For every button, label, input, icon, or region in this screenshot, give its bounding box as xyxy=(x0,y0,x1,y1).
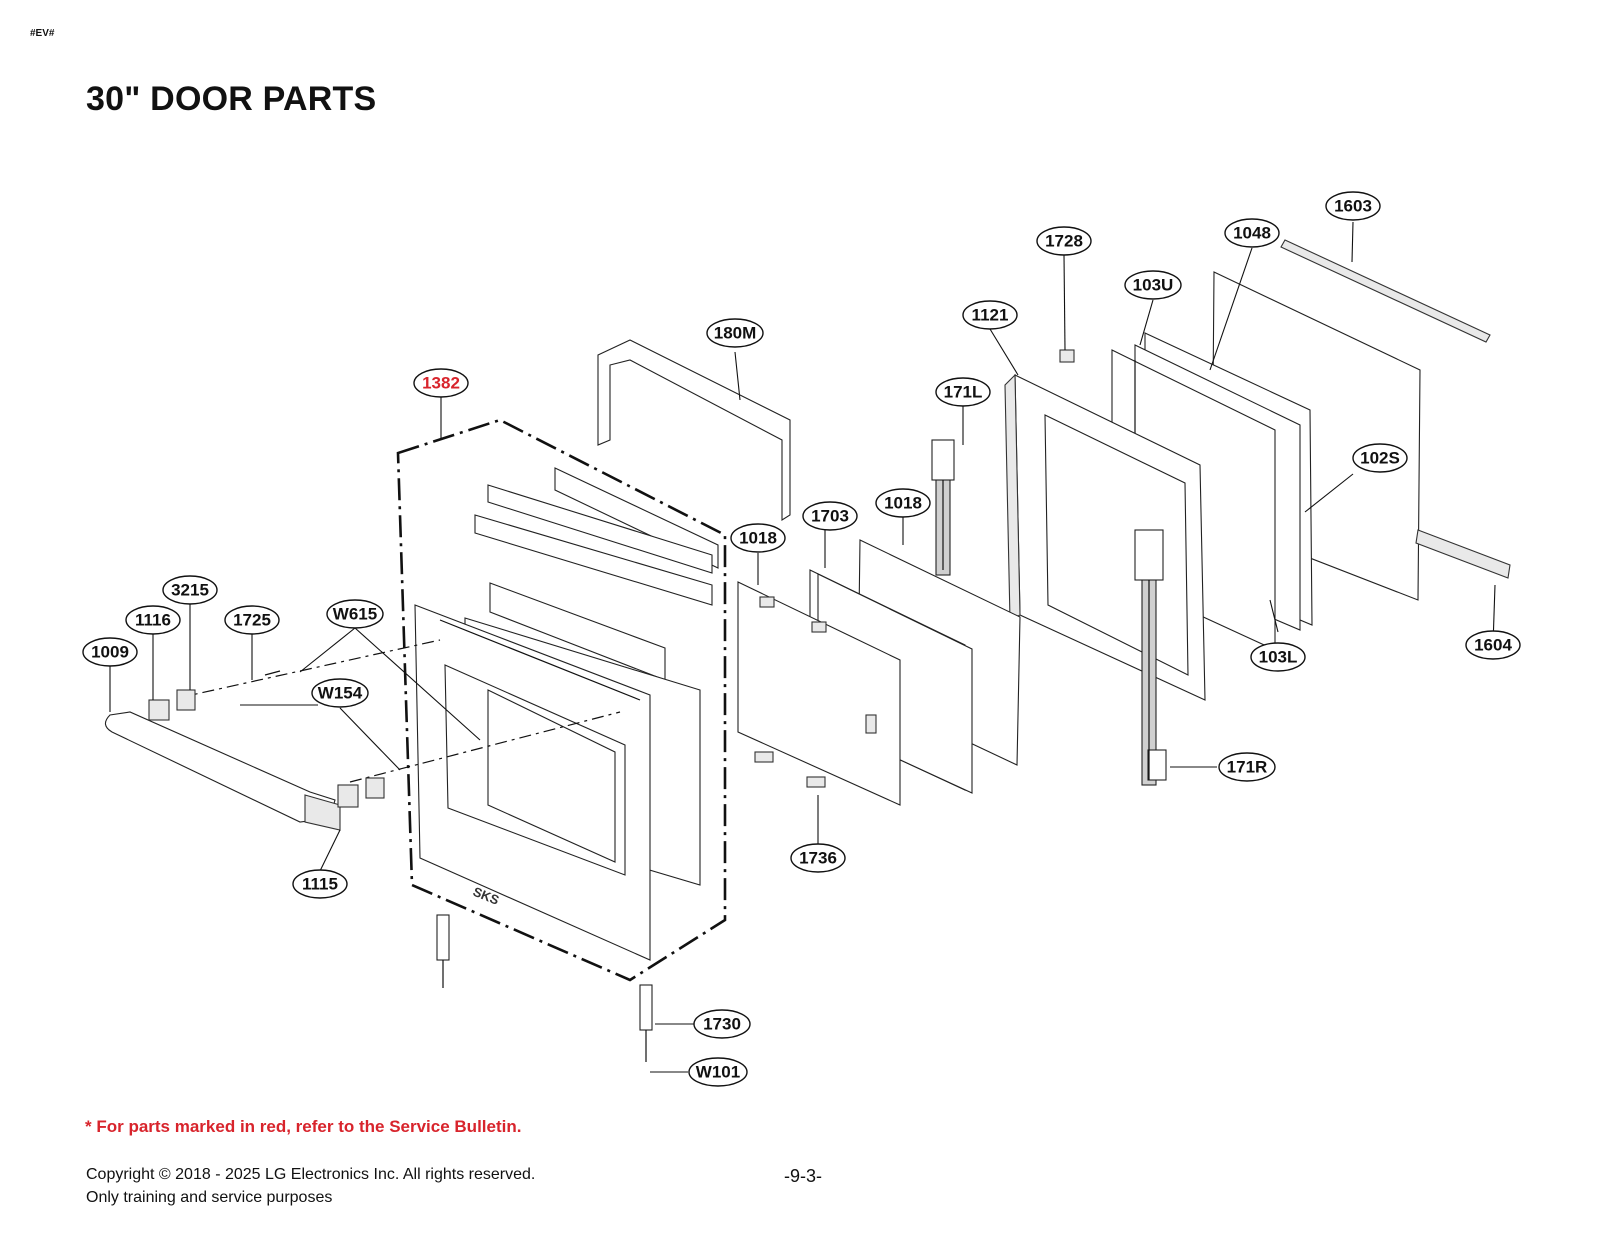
door-strips xyxy=(474,467,719,681)
callout-103L: 103L xyxy=(1250,642,1306,672)
callout-1703: 1703 xyxy=(802,501,858,531)
service-bulletin-note: * For parts marked in red, refer to the … xyxy=(85,1117,522,1136)
callout-1018-back: 1018 xyxy=(875,488,931,518)
callout-1728: 1728 xyxy=(1036,226,1092,256)
callout-label: 1018 xyxy=(739,529,777,548)
callout-label: W101 xyxy=(696,1063,740,1082)
callout-label: 171R xyxy=(1227,758,1268,777)
copyright: Copyright © 2018 - 2025 LG Electronics I… xyxy=(86,1163,535,1209)
callout-label: 1116 xyxy=(135,611,171,630)
handle-1009 xyxy=(104,711,341,831)
callout-label: 1115 xyxy=(302,875,338,894)
hinge-left-171L xyxy=(931,439,955,576)
callout-1018-front: 1018 xyxy=(730,523,786,553)
callout-label: 1736 xyxy=(799,849,837,868)
callout-label: 1725 xyxy=(233,611,271,630)
callout-1730: 1730 xyxy=(693,1009,751,1039)
callout-label: 1382 xyxy=(422,374,460,393)
doc-code: #EV# xyxy=(30,28,55,39)
callout-label: W154 xyxy=(318,684,363,703)
page-number: -9-3- xyxy=(784,1166,823,1186)
callout-label: W615 xyxy=(333,605,377,624)
door-assembly-1382 xyxy=(396,418,727,982)
top-trim-strip xyxy=(1280,239,1491,343)
callout-103U: 103U xyxy=(1124,270,1182,300)
callout-1725: 1725 xyxy=(224,605,280,635)
callout-label: 1603 xyxy=(1334,197,1372,216)
callout-171L: 171L xyxy=(935,377,991,407)
callout-W615: W615 xyxy=(326,599,384,629)
callout-label: 103L xyxy=(1259,648,1298,667)
callout-label: 1604 xyxy=(1474,636,1512,655)
callout-1603: 1603 xyxy=(1325,191,1381,221)
clip-1728 xyxy=(1059,349,1075,363)
callout-label: 102S xyxy=(1360,449,1400,468)
copyright-line-1: Copyright © 2018 - 2025 LG Electronics I… xyxy=(86,1166,536,1183)
hinge-right-171R xyxy=(1134,529,1167,786)
callout-label: 1703 xyxy=(811,507,849,526)
callout-label: 103U xyxy=(1133,276,1174,295)
page-title: 30" DOOR PARTS xyxy=(86,80,377,118)
bracket-180M xyxy=(597,339,791,521)
callout-W154: W154 xyxy=(311,678,369,708)
copyright-line-2: Only training and service purposes xyxy=(86,1189,333,1206)
callout-W101: W101 xyxy=(688,1057,748,1087)
callout-label: 1121 xyxy=(972,306,1009,325)
callout-1009: 1009 xyxy=(82,637,138,667)
callout-1604: 1604 xyxy=(1465,630,1521,660)
callout-180M: 180M xyxy=(706,318,764,348)
callout-1048: 1048 xyxy=(1224,218,1280,248)
callout-label: 1048 xyxy=(1233,224,1271,243)
brackets-1736 xyxy=(754,751,826,788)
callout-label: 1018 xyxy=(884,494,922,513)
callout-label: 1009 xyxy=(91,643,129,662)
callout-label: 1730 xyxy=(703,1015,741,1034)
glass-1018-front xyxy=(737,581,901,806)
callout-label: 3215 xyxy=(171,581,209,600)
callout-1736: 1736 xyxy=(790,843,846,873)
callout-1115: 1115 xyxy=(292,869,348,899)
assembly-lines xyxy=(177,639,621,783)
callout-label: 171L xyxy=(944,383,983,402)
bottom-trim-strip xyxy=(1415,529,1511,579)
callout-1116: 1116 xyxy=(125,605,181,635)
callout-102S: 102S xyxy=(1352,443,1408,473)
door-outer-frame xyxy=(414,604,651,961)
callout-171R: 171R xyxy=(1218,752,1276,782)
callout-3215: 3215 xyxy=(162,575,218,605)
handle-mounts xyxy=(148,689,385,808)
callout-label: 180M xyxy=(714,324,757,343)
callout-label: 1728 xyxy=(1045,232,1083,251)
callout-1382: 1382 xyxy=(413,368,469,398)
door-feet xyxy=(436,914,653,1062)
callout-1121: 1121 xyxy=(962,300,1018,330)
